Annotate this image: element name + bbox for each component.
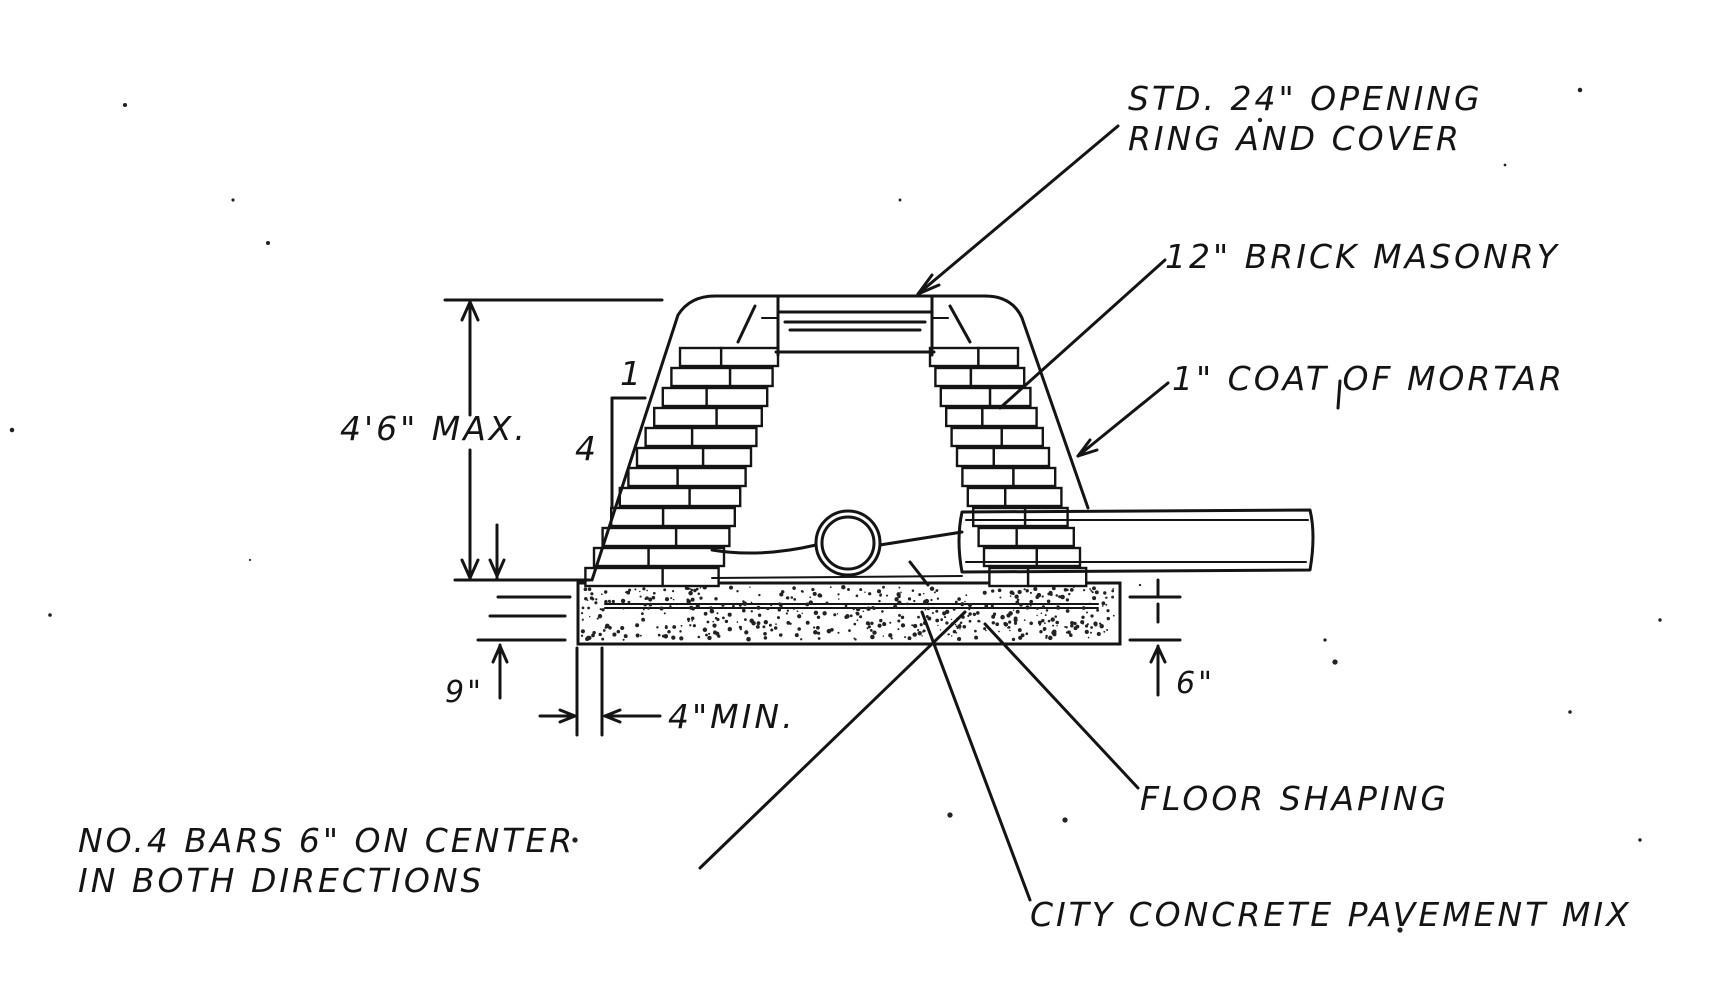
slab-depth-label: 6" [1176,666,1215,701]
slope-run-label: 4 [575,429,599,468]
mortar-label: 1" COAT OF MORTAR [1172,359,1565,398]
floor-shaping-label: FLOOR SHAPING [1140,779,1449,818]
min-projection-label: 4"MIN. [668,697,796,736]
concrete-slab [576,581,1122,646]
floor-base-line [711,575,963,579]
opening-label-line2: RING AND COVER [1128,119,1462,158]
bars-label-line1: NO.4 BARS 6" ON CENTER [78,821,575,860]
height-label: 4'6" MAX. [340,409,528,448]
slope-rise-label: 1 [620,354,644,393]
inlet-pipe [814,509,882,577]
ring-and-cover [736,294,972,357]
bars-label-line2: IN BOTH DIRECTIONS [78,861,484,900]
opening-label-line1: STD. 24" OPENING [1128,79,1483,118]
slab-overhang-label: 9" [445,675,484,710]
floor-shaping-line [710,530,964,555]
min-projection-dimension [538,646,662,737]
batter-slope-indicator [610,396,647,510]
leader-lines [698,124,1342,902]
slab-dimensions [476,578,1182,700]
masonry-label: 12" BRICK MASONRY [1165,237,1560,276]
mortar-coat-outline [590,294,1090,582]
height-dimension [443,298,664,582]
brick-wall-left [584,346,780,588]
concrete-aggregate [580,585,1115,642]
scan-specks [9,87,1662,933]
brick-wall-right [928,346,1088,588]
concrete-label: CITY CONCRETE PAVEMENT MIX [1030,895,1632,934]
